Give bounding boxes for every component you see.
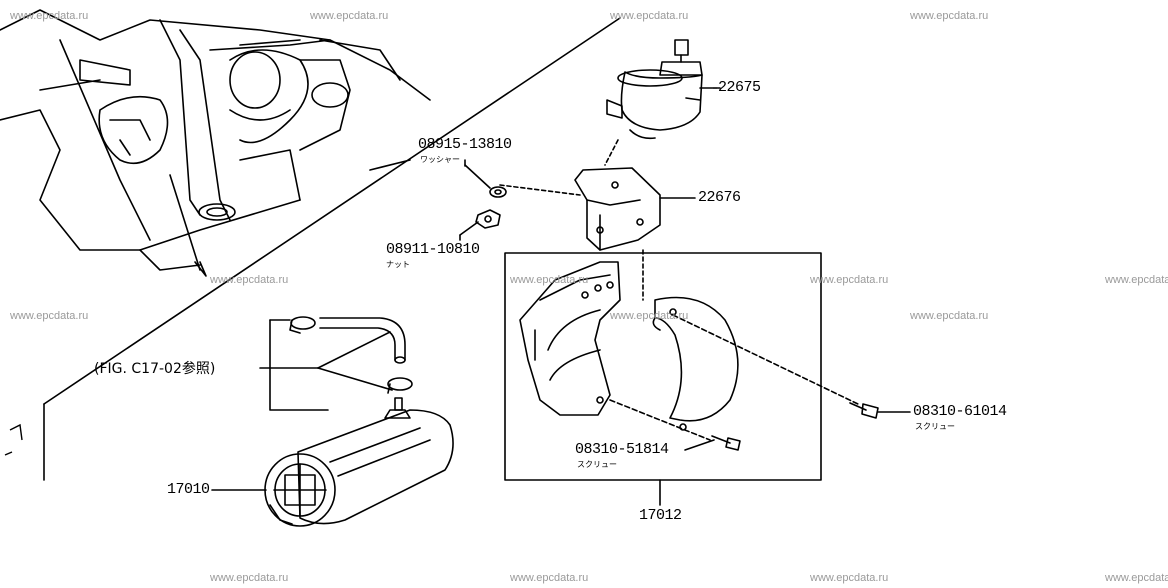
watermark: www.epcdata.ru [210,572,289,584]
watermark: www.epcdata.ru [510,572,589,584]
part-note-screw-61014: スクリュー [915,422,955,431]
part-label-08310-51814[interactable]: 08310-51814 [575,441,669,458]
fuel-pressure-regulator-icon [604,39,717,166]
watermark: www.epcdata.ru [610,10,689,22]
watermark: www.epcdata.ru [310,10,389,22]
part-label-17010[interactable]: 17010 [167,481,210,498]
watermark: www.epcdata.ru [910,310,989,322]
part-label-22676[interactable]: 22676 [698,189,741,206]
regulator-bracket-icon [499,167,696,301]
part-note-washer: ワッシャー [420,155,460,164]
watermark: www.epcdata.ru [10,10,89,22]
watermark: www.epcdata.ru [810,572,889,584]
pump-protector-icon [504,252,861,506]
watermark: www.epcdata.ru [1105,572,1168,584]
part-label-17012[interactable]: 17012 [639,507,682,524]
part-note-nut: ナット [386,260,410,269]
hose-icon [259,317,406,411]
watermark: www.epcdata.ru [810,274,889,286]
engine-inset-icon [0,9,621,481]
watermark: www.epcdata.ru [10,310,89,322]
washer-icon [464,164,507,198]
part-label-08915-13810[interactable]: 08915-13810 [418,136,512,153]
watermark: www.epcdata.ru [210,274,289,286]
part-label-08310-61014[interactable]: 08310-61014 [913,403,1007,420]
watermark: www.epcdata.ru [610,310,689,322]
screw-icon [684,402,911,451]
part-label-22675[interactable]: 22675 [718,79,761,96]
margin-mark-icon [4,423,23,456]
fuel-pump-icon [211,397,454,527]
watermark: www.epcdata.ru [1105,274,1168,286]
watermark: www.epcdata.ru [910,10,989,22]
part-note-screw-51814: スクリュー [577,460,617,469]
part-label-08911-10810[interactable]: 08911-10810 [386,241,480,258]
figure-reference-note: (FIG. C17-02参照) [94,361,216,377]
hose-clamp-icon [289,316,413,394]
nut-icon [459,209,501,241]
watermark: www.epcdata.ru [510,274,589,286]
